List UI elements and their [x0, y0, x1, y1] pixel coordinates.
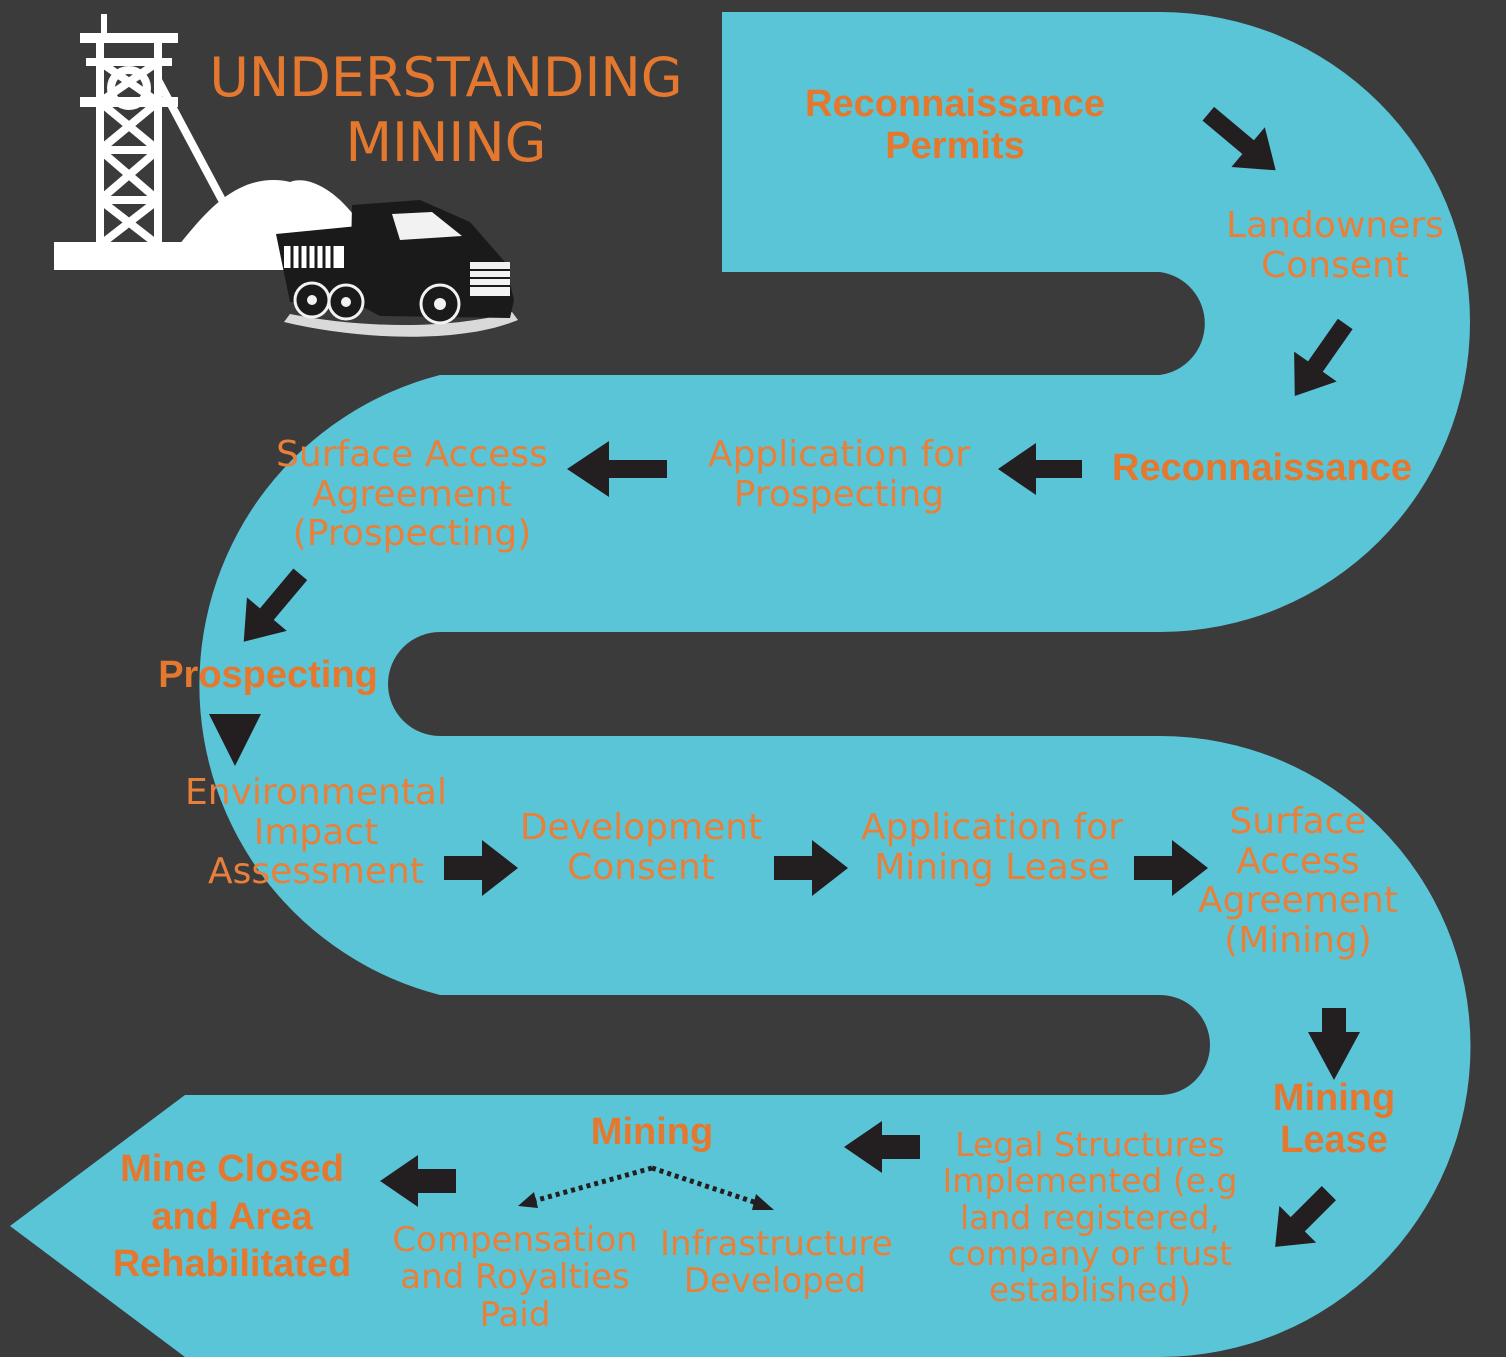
diagram-title: UNDERSTANDING MINING	[196, 46, 696, 176]
arrow-eia-to-development	[444, 840, 518, 896]
arrow-permits-to-landowners	[1202, 106, 1276, 171]
arrow-landowners-to-reconnaissance	[1294, 318, 1353, 397]
arrow-application-lease-to-surface-access	[1134, 840, 1208, 896]
arrow-reconnaissance-to-application	[998, 443, 1082, 495]
title-line-2: MINING	[345, 110, 547, 174]
step-surface-access-mining: Surface Access Agreement (Mining)	[1198, 801, 1398, 961]
arrow-surface-access-to-prospecting	[243, 568, 308, 642]
step-development-consent: Development Consent	[519, 807, 763, 888]
step-mine-closed: Mine Closed and Area Rehabilitated	[112, 1148, 352, 1285]
arrow-application-to-surface-access	[567, 441, 667, 497]
step-reconnaissance-permits: Reconnaissance Permits	[805, 83, 1105, 167]
arrow-development-to-application-lease	[774, 840, 848, 896]
branch-arrowheads	[518, 1192, 774, 1210]
road-top-bend	[10, 12, 1471, 1357]
step-reconnaissance: Reconnaissance	[1112, 447, 1412, 489]
branch-arrows	[529, 1165, 761, 1207]
arrow-prospecting-to-eia	[209, 714, 261, 766]
step-landowners-consent: Landowners Consent	[1226, 205, 1444, 286]
step-legal-structures: Legal Structures Implemented (e.g land r…	[942, 1125, 1238, 1310]
winding-road	[10, 12, 1471, 1357]
step-prospecting: Prospecting	[158, 654, 378, 696]
arrow-mining-to-closed	[380, 1155, 456, 1207]
step-compensation-royalties: Compensation and Royalties Paid	[392, 1220, 638, 1335]
branch-to-compensation	[529, 1165, 653, 1205]
step-eia: Environmental Impact Assessment	[185, 772, 447, 893]
step-application-prospecting: Application for Prospecting	[707, 434, 971, 515]
step-mining-lease: Mining Lease	[1272, 1077, 1396, 1161]
step-mining: Mining	[590, 1111, 714, 1153]
title-line-1: UNDERSTANDING	[209, 46, 683, 109]
dump-truck-icon	[276, 200, 518, 337]
branch-to-infrastructure	[651, 1165, 761, 1207]
step-surface-access-prospecting: Surface Access Agreement (Prospecting)	[276, 434, 548, 555]
mining-logo	[54, 14, 518, 337]
arrow-legal-to-mining	[844, 1121, 920, 1173]
arrow-lease-to-legal	[1275, 1186, 1336, 1247]
step-infrastructure-developed: Infrastructure Developed	[660, 1224, 893, 1302]
headframe-icon	[80, 14, 226, 249]
arrow-surface-access-to-lease	[1308, 1008, 1360, 1080]
step-application-mining-lease: Application for Mining Lease	[860, 807, 1124, 888]
flow-arrows	[209, 106, 1360, 1247]
